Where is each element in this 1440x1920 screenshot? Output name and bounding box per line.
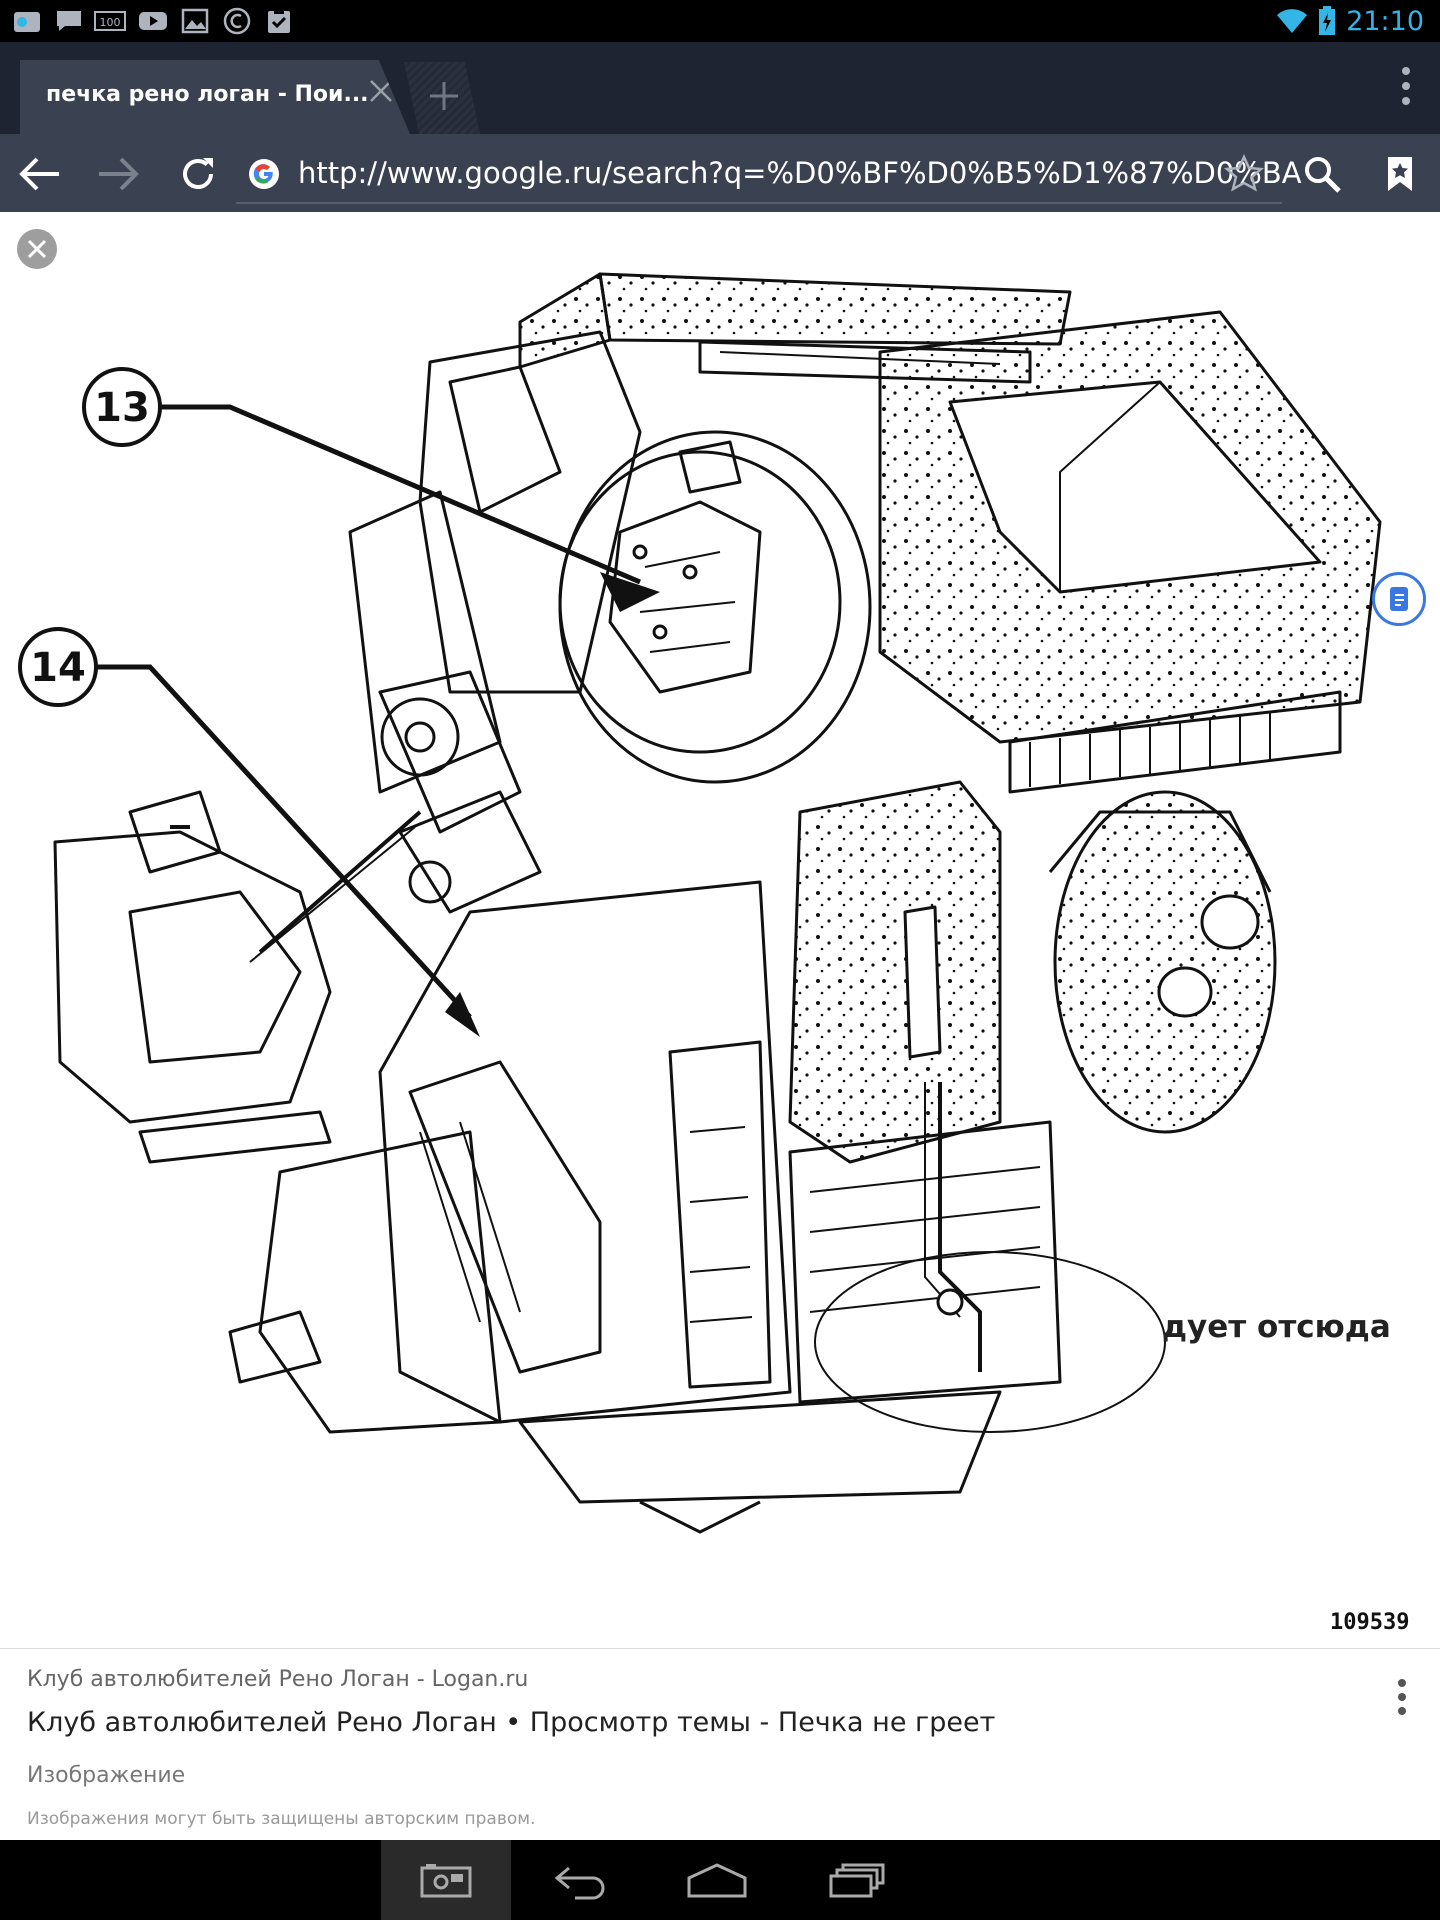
back-nav-button[interactable] (516, 1840, 646, 1920)
bookmarks-button[interactable] (1374, 148, 1426, 200)
screenshot-button[interactable] (381, 1840, 511, 1920)
battery-label: 100 (100, 16, 121, 29)
more-vert-icon[interactable] (1394, 1677, 1410, 1717)
tab-close-icon[interactable] (366, 76, 396, 106)
plus-icon (430, 82, 458, 110)
navigation-bar (0, 1840, 1440, 1920)
browser-tab[interactable]: печка рено логан - Пои... (20, 60, 410, 134)
result-source[interactable]: Клуб автолюбителей Рено Логан - Logan.ru (27, 1667, 529, 1692)
image-viewer: 13 14 дует отсюда 109539 Клуб автолюбите… (0, 212, 1440, 1840)
system-indicators: 21:10 (1276, 4, 1424, 38)
reload-button[interactable] (172, 148, 224, 200)
battery-charging-icon (1319, 6, 1336, 35)
address-bar[interactable]: http://www.google.ru/search?q=%D0%BF%D0%… (236, 144, 1302, 204)
result-title-link[interactable]: Клуб автолюбителей Рено Логан • Просмотр… (27, 1707, 996, 1738)
close-viewer-button[interactable] (17, 229, 57, 269)
image-result-info: Клуб автолюбителей Рено Логан - Logan.ru… (0, 1648, 1440, 1840)
status-bar: 100 21:10 (0, 0, 1440, 42)
home-icon (687, 1863, 747, 1898)
back-button[interactable] (14, 148, 66, 200)
new-tab-button[interactable] (404, 62, 480, 134)
callout-14-label: 14 (30, 645, 86, 691)
copyright-icon (222, 7, 252, 35)
battery-100-icon: 100 (94, 7, 126, 35)
tab-title: печка рено логан - Пои... (46, 82, 369, 107)
back-icon (554, 1866, 605, 1900)
image-icon (180, 7, 210, 35)
figure-number: 109539 (1330, 1610, 1410, 1635)
star-icon[interactable] (1223, 153, 1265, 194)
browser-toolbar: http://www.google.ru/search?q=%D0%BF%D0%… (0, 134, 1440, 212)
arrow-right-icon (99, 157, 139, 191)
overflow-menu-icon[interactable] (1394, 64, 1418, 108)
search-button[interactable] (1296, 148, 1348, 200)
bookmarks-icon (1388, 157, 1412, 191)
screenshot-icon (420, 1864, 472, 1898)
search-icon (1305, 157, 1341, 193)
close-icon (27, 239, 47, 259)
notification-icons: 100 (12, 6, 294, 36)
home-nav-button[interactable] (652, 1840, 782, 1920)
copyright-notice: Изображения могут быть защищены авторски… (27, 1809, 536, 1829)
message-icon (54, 7, 84, 35)
reload-icon (183, 158, 213, 189)
wifi-icon (1277, 9, 1308, 34)
result-type-label: Изображение (27, 1763, 186, 1788)
clipboard-icon (264, 7, 294, 35)
google-icon (249, 159, 279, 189)
recents-icon (829, 1863, 885, 1898)
page-action-button[interactable] (1372, 572, 1426, 626)
annotation-text: дует отсюда (1162, 1309, 1391, 1345)
gallery-icon (12, 7, 42, 35)
callout-13-label: 13 (94, 385, 150, 431)
arrow-left-icon (19, 157, 59, 191)
document-icon (1390, 587, 1408, 611)
heater-diagram: 13 14 дует отсюда (18, 272, 1391, 1534)
youtube-icon (138, 7, 168, 35)
clock: 21:10 (1346, 5, 1424, 37)
tab-strip: печка рено логан - Пои... (0, 42, 1440, 134)
recents-nav-button[interactable] (792, 1840, 922, 1920)
forward-button[interactable] (92, 148, 144, 200)
url-text: http://www.google.ru/search?q=%D0%BF%D0%… (298, 156, 1302, 190)
